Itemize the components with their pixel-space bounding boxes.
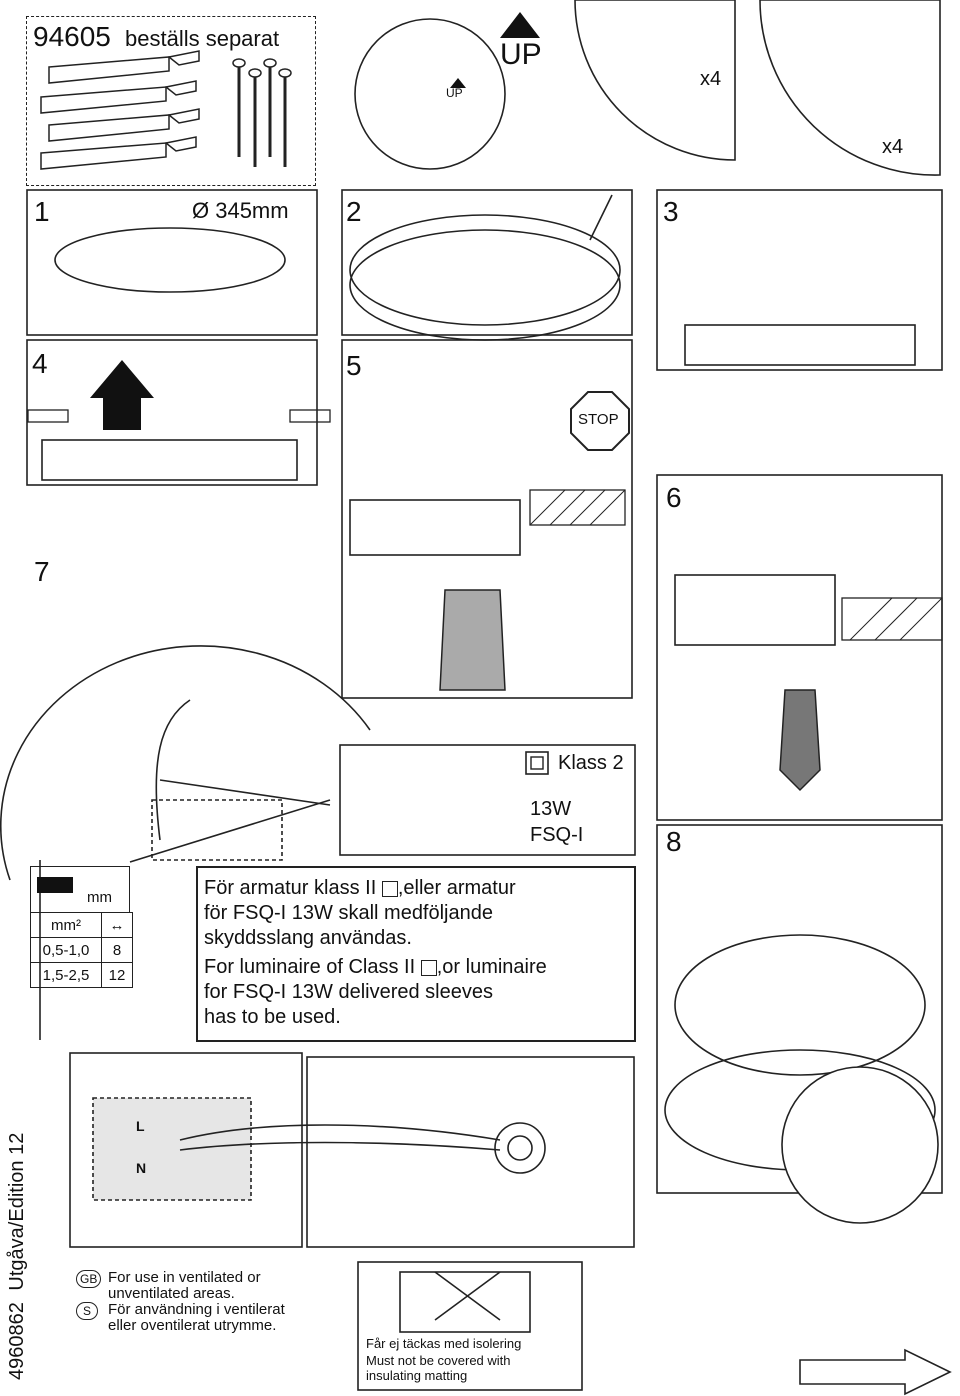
base-plate-circle — [354, 18, 506, 170]
up-label-big: UP — [500, 38, 542, 71]
step-number-8: 8 — [666, 826, 682, 857]
hole-diameter: Ø 345mm — [192, 198, 289, 223]
drill-icon — [439, 589, 506, 691]
table-row: 1,5-2,5 12 — [30, 962, 133, 988]
screws-quantity: x4 — [882, 136, 904, 158]
mm2-header: mm² — [30, 912, 102, 938]
class-label: Klass 2 — [558, 752, 624, 774]
class2-icon — [420, 959, 437, 976]
clips-and-screws-illustration — [40, 50, 292, 170]
edition-label: 4960862 Utgåva/Edition 12 — [6, 1132, 28, 1380]
step-number-4: 4 — [32, 348, 48, 379]
lamp-wattage: 13W — [530, 798, 572, 820]
separate-parts-box: 94605 beställs separat — [26, 16, 316, 186]
step-number-7: 7 — [34, 556, 50, 587]
step-number-5: 5 — [346, 350, 362, 381]
screwdriver-icon — [779, 689, 821, 792]
wire-spec-table: mm mm² ↔ 0,5-1,0 8 1,5-2,5 12 — [30, 866, 133, 988]
up-arrow-icon — [500, 12, 540, 38]
terminal-L: L — [136, 1118, 145, 1134]
step-number-6: 6 — [666, 482, 682, 513]
class2-icon — [525, 751, 549, 775]
push-up-arrow-icon — [90, 360, 154, 430]
terminal-N: N — [136, 1160, 147, 1176]
up-label-small: UP — [446, 86, 463, 100]
table-row: 0,5-1,0 8 — [30, 937, 133, 963]
s-badge: S — [76, 1302, 99, 1320]
order-note: beställs separat — [125, 26, 280, 51]
ventilation-note: GB For use in ventilated or unventilated… — [76, 1270, 285, 1334]
step-number-3: 3 — [663, 196, 679, 227]
class2-icon — [381, 880, 398, 897]
step-number-1: 1 — [34, 196, 50, 227]
gb-badge: GB — [76, 1270, 102, 1288]
stop-sign-icon — [570, 391, 630, 451]
sleeve-notice: För armatur klass II ,eller armatur för … — [196, 866, 636, 1042]
part-number: 94605 — [33, 21, 111, 52]
insulation-warning: Får ej täckas med isolering Must not be … — [366, 1336, 522, 1383]
clips-quantity: x4 — [700, 68, 722, 90]
step-number-2: 2 — [346, 196, 362, 227]
lamp-type: FSQ-I — [530, 824, 584, 846]
mm-header: mm — [87, 889, 112, 906]
stop-label: STOP — [578, 411, 619, 428]
